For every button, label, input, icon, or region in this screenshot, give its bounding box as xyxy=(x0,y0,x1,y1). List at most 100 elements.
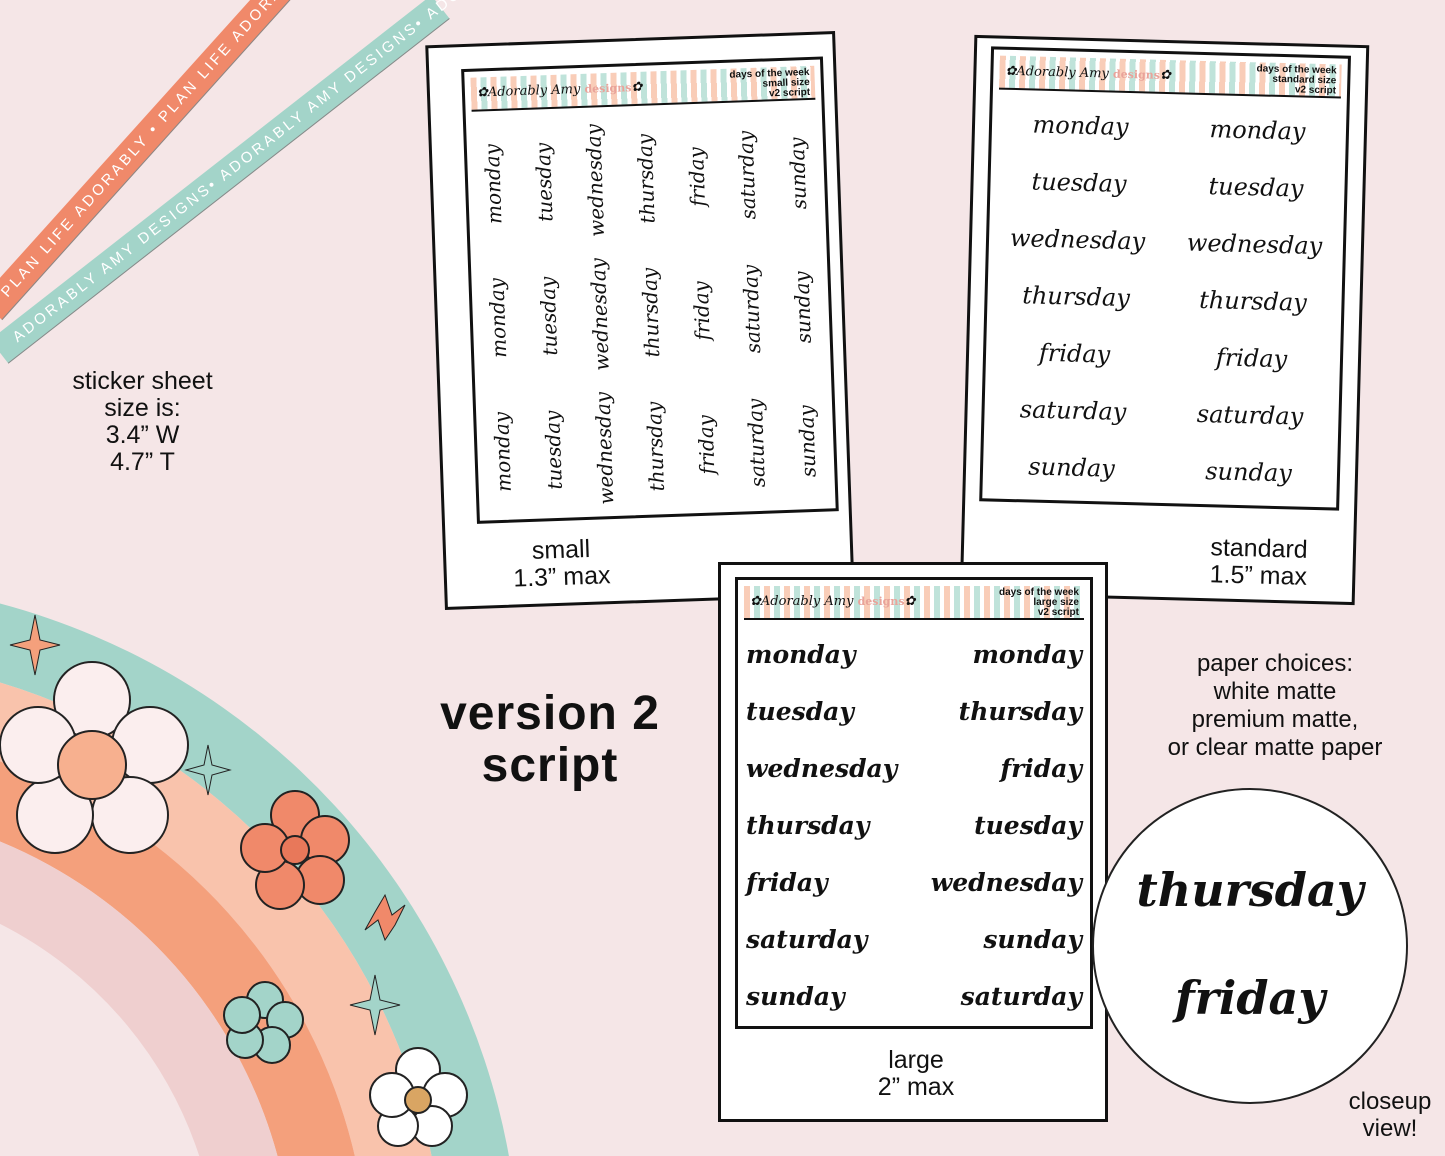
day-sticker: sunday xyxy=(983,925,1082,954)
orange-flower-icon xyxy=(240,790,350,910)
info-line: days of the week xyxy=(998,587,1079,598)
daisy-flower-icon xyxy=(0,661,189,854)
paper-line: paper choices: xyxy=(1196,650,1354,677)
day-sticker: tuesday xyxy=(540,410,568,491)
paper-line: white matte xyxy=(1213,678,1337,705)
version-line: version 2 xyxy=(440,687,660,740)
brand-suffix: designs xyxy=(857,595,905,608)
paper-line: premium matte, xyxy=(1191,706,1359,733)
day-sticker: monday xyxy=(1032,110,1129,141)
closeup-circle: thursday friday xyxy=(1092,788,1408,1104)
day-sticker: sunday xyxy=(794,404,821,478)
sparkle-icon xyxy=(364,893,406,942)
day-sticker: tuesday xyxy=(1208,172,1304,203)
size-line: size is: xyxy=(104,394,181,422)
day-sticker: monday xyxy=(484,277,512,359)
brand-name: Adorably Amy xyxy=(1016,64,1110,82)
day-sticker: sunday xyxy=(1028,452,1116,483)
brand-suffix: designs xyxy=(584,81,632,96)
info-line: v2 script xyxy=(1037,607,1079,618)
day-sticker: thursday xyxy=(1198,285,1308,317)
day-sticker: wednesday xyxy=(746,754,898,783)
day-sticker: tuesday xyxy=(1031,167,1127,198)
size-line: sticker sheet xyxy=(72,367,213,395)
paper-line: or clear matte paper xyxy=(1167,734,1383,761)
day-sticker: friday xyxy=(746,868,828,897)
day-sticker: monday xyxy=(1209,115,1306,146)
version-title: version 2 script xyxy=(410,688,690,792)
sparkle-icon xyxy=(349,974,401,1036)
brand-name: Adorably Amy xyxy=(487,81,581,101)
day-sticker: thursday xyxy=(641,401,669,492)
day-sticker: sunday xyxy=(784,136,812,210)
caption-line: closeup xyxy=(1348,1088,1432,1115)
day-sticker: thursday xyxy=(746,811,870,840)
caption-line: 1.3” max xyxy=(512,561,611,593)
day-sticker: sunday xyxy=(746,982,845,1011)
day-sticker: wednesday xyxy=(930,868,1082,897)
day-sticker: wednesday xyxy=(585,257,614,372)
day-sticker: saturday xyxy=(733,130,761,220)
day-sticker: friday xyxy=(1038,338,1111,369)
day-sticker: friday xyxy=(1000,754,1082,783)
day-sticker: friday xyxy=(688,280,715,341)
brand-logo: ✿Adorably Amy designs✿ xyxy=(750,594,916,609)
size-line: 3.4” W xyxy=(105,421,180,449)
caption-line: 2” max xyxy=(877,1073,955,1101)
brand-name: Adorably Amy xyxy=(760,594,854,609)
day-sticker: saturday xyxy=(960,982,1082,1011)
day-sticker: tuesday xyxy=(530,142,558,223)
day-sticker: saturday xyxy=(738,264,766,354)
day-sticker: saturday xyxy=(1019,395,1127,427)
day-sticker: thursday xyxy=(632,133,660,224)
closeup-caption: closeup view! xyxy=(1335,1088,1445,1142)
day-sticker: saturday xyxy=(746,925,868,954)
day-sticker: monday xyxy=(489,411,517,493)
caption-line: 1.5” max xyxy=(1209,560,1308,591)
closeup-word: friday xyxy=(1174,971,1326,1025)
day-sticker: friday xyxy=(692,414,720,475)
sparkle-icon xyxy=(184,744,232,796)
day-sticker: thursday xyxy=(636,267,665,358)
day-sticker: monday xyxy=(746,640,856,669)
day-sticker: friday xyxy=(1215,343,1288,374)
day-sticker: monday xyxy=(480,143,507,225)
size-line: 4.7” T xyxy=(110,448,175,476)
sticker-size-note: sticker sheet size is: 3.4” W 4.7” T xyxy=(40,368,245,476)
day-sticker: monday xyxy=(972,640,1082,669)
day-sticker: wednesday xyxy=(1009,223,1146,256)
day-sticker: tuesday xyxy=(974,811,1082,840)
caption-line: view! xyxy=(1362,1115,1418,1142)
day-sticker: friday xyxy=(683,146,710,208)
day-sticker: sunday xyxy=(1204,457,1293,488)
white-flower-icon xyxy=(369,1047,468,1147)
day-sticker: tuesday xyxy=(535,276,563,357)
info-line: v2 script xyxy=(1294,84,1337,97)
version-line: script xyxy=(481,739,619,792)
day-sticker: tuesday xyxy=(746,697,854,726)
info-line: large size xyxy=(1033,597,1079,608)
day-sticker: wednesday xyxy=(1186,228,1323,261)
rainbow-band-pink xyxy=(0,841,278,1156)
brand-logo: ✿Adorably Amy designs✿ xyxy=(1005,63,1172,84)
info-line: v2 script xyxy=(768,86,811,100)
day-sticker: wednesday xyxy=(581,123,610,238)
day-sticker: saturday xyxy=(743,398,771,488)
day-sticker: thursday xyxy=(958,697,1082,726)
brand-logo: ✿Adorably Amy designs✿ xyxy=(476,79,643,101)
caption-line: large xyxy=(888,1046,944,1074)
closeup-word: thursday xyxy=(1136,863,1364,917)
